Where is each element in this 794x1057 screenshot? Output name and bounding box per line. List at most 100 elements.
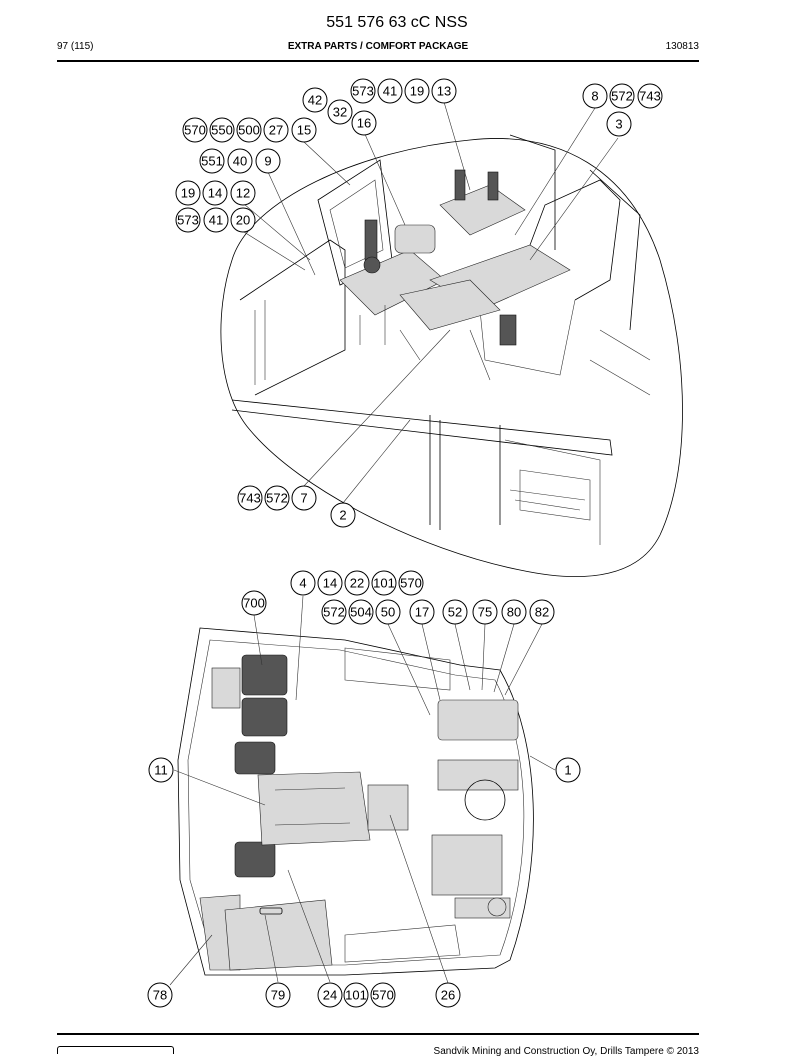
callout: 743	[237, 485, 263, 511]
callouts-top: 573 41 19 13 42 32 16 570 550 500 27 15 …	[175, 78, 663, 528]
svg-text:573: 573	[352, 84, 374, 99]
callout: 101	[371, 570, 397, 596]
callout: 12	[230, 180, 256, 206]
callout: 13	[431, 78, 457, 104]
callout: 22	[344, 570, 370, 596]
svg-text:40: 40	[233, 154, 247, 169]
svg-text:41: 41	[209, 213, 223, 228]
callout: 16	[351, 110, 377, 136]
callout: 24	[317, 982, 343, 1008]
footer-rule	[57, 1033, 699, 1035]
callout: 11	[148, 757, 174, 783]
svg-text:11: 11	[154, 763, 168, 778]
callout: 41	[203, 207, 229, 233]
callout: 573	[350, 78, 376, 104]
section-title: EXTRA PARTS / COMFORT PACKAGE	[287, 41, 469, 52]
callout: 504	[348, 599, 374, 625]
callout: 26	[435, 982, 461, 1008]
callout: 78	[147, 982, 173, 1008]
svg-text:14: 14	[208, 186, 222, 201]
svg-text:82: 82	[535, 605, 549, 620]
svg-text:550: 550	[211, 123, 233, 138]
leader-lines-top	[243, 101, 619, 504]
callout: 80	[501, 599, 527, 625]
svg-text:20: 20	[236, 213, 250, 228]
svg-text:24: 24	[323, 988, 337, 1003]
svg-text:570: 570	[400, 576, 422, 591]
page-number: 97 (115)	[57, 41, 94, 52]
callout: 82	[529, 599, 555, 625]
callout: 15	[291, 117, 317, 143]
callout: 52	[442, 599, 468, 625]
svg-text:572: 572	[323, 605, 345, 620]
svg-text:16: 16	[357, 116, 371, 131]
svg-text:4: 4	[299, 576, 306, 591]
svg-text:19: 19	[181, 186, 195, 201]
document-number: 551 576 63 cC NSS	[326, 14, 468, 31]
callout: 19	[404, 78, 430, 104]
svg-text:19: 19	[410, 84, 424, 99]
callout: 743	[637, 83, 663, 109]
svg-text:7: 7	[300, 491, 307, 506]
callout: 75	[472, 599, 498, 625]
callout: 573	[175, 207, 201, 233]
svg-text:101: 101	[345, 988, 367, 1003]
svg-text:743: 743	[239, 491, 261, 506]
callout: 570	[370, 982, 396, 1008]
svg-text:27: 27	[269, 123, 283, 138]
svg-text:101: 101	[373, 576, 395, 591]
callout: 8	[582, 83, 608, 109]
svg-text:700: 700	[243, 596, 265, 611]
callout: 572	[264, 485, 290, 511]
svg-text:551: 551	[201, 154, 223, 169]
svg-text:570: 570	[184, 123, 206, 138]
callout: 550	[209, 117, 235, 143]
svg-text:50: 50	[381, 605, 395, 620]
svg-text:42: 42	[308, 93, 322, 108]
callout: 4	[290, 570, 316, 596]
callout: 79	[265, 982, 291, 1008]
callout: 27	[263, 117, 289, 143]
callout: 14	[202, 180, 228, 206]
callout: 19	[175, 180, 201, 206]
svg-text:22: 22	[350, 576, 364, 591]
svg-text:52: 52	[448, 605, 462, 620]
svg-text:8: 8	[591, 89, 598, 104]
svg-text:9: 9	[264, 154, 271, 169]
callouts-bottom: 4 14 22 101 570 700 572 504 50 17 52 75 …	[147, 570, 581, 1008]
svg-text:15: 15	[297, 123, 311, 138]
svg-text:504: 504	[350, 605, 372, 620]
callout: 17	[409, 599, 435, 625]
leader-lines-bottom	[169, 595, 556, 986]
document-date: 130813	[665, 41, 699, 52]
svg-text:80: 80	[507, 605, 521, 620]
callout: 500	[236, 117, 262, 143]
svg-text:500: 500	[238, 123, 260, 138]
callout: 14	[317, 570, 343, 596]
callout: 3	[606, 111, 632, 137]
callout: 2	[330, 502, 356, 528]
svg-text:14: 14	[323, 576, 337, 591]
svg-text:2: 2	[339, 508, 346, 523]
svg-text:79: 79	[271, 988, 285, 1003]
svg-text:12: 12	[236, 186, 250, 201]
callout: 9	[255, 148, 281, 174]
svg-text:17: 17	[415, 605, 429, 620]
header-rule	[57, 60, 699, 62]
svg-text:41: 41	[383, 84, 397, 99]
callout: 101	[343, 982, 369, 1008]
callout: 570	[182, 117, 208, 143]
svg-text:3: 3	[615, 117, 622, 132]
callout: 570	[398, 570, 424, 596]
svg-text:78: 78	[153, 988, 167, 1003]
callout: 551	[199, 148, 225, 174]
callout: 50	[375, 599, 401, 625]
svg-text:570: 570	[372, 988, 394, 1003]
svg-text:32: 32	[333, 105, 347, 120]
svg-text:1: 1	[564, 763, 571, 778]
callout: 40	[227, 148, 253, 174]
svg-text:573: 573	[177, 213, 199, 228]
callout: 20	[230, 207, 256, 233]
callout: 32	[327, 99, 353, 125]
